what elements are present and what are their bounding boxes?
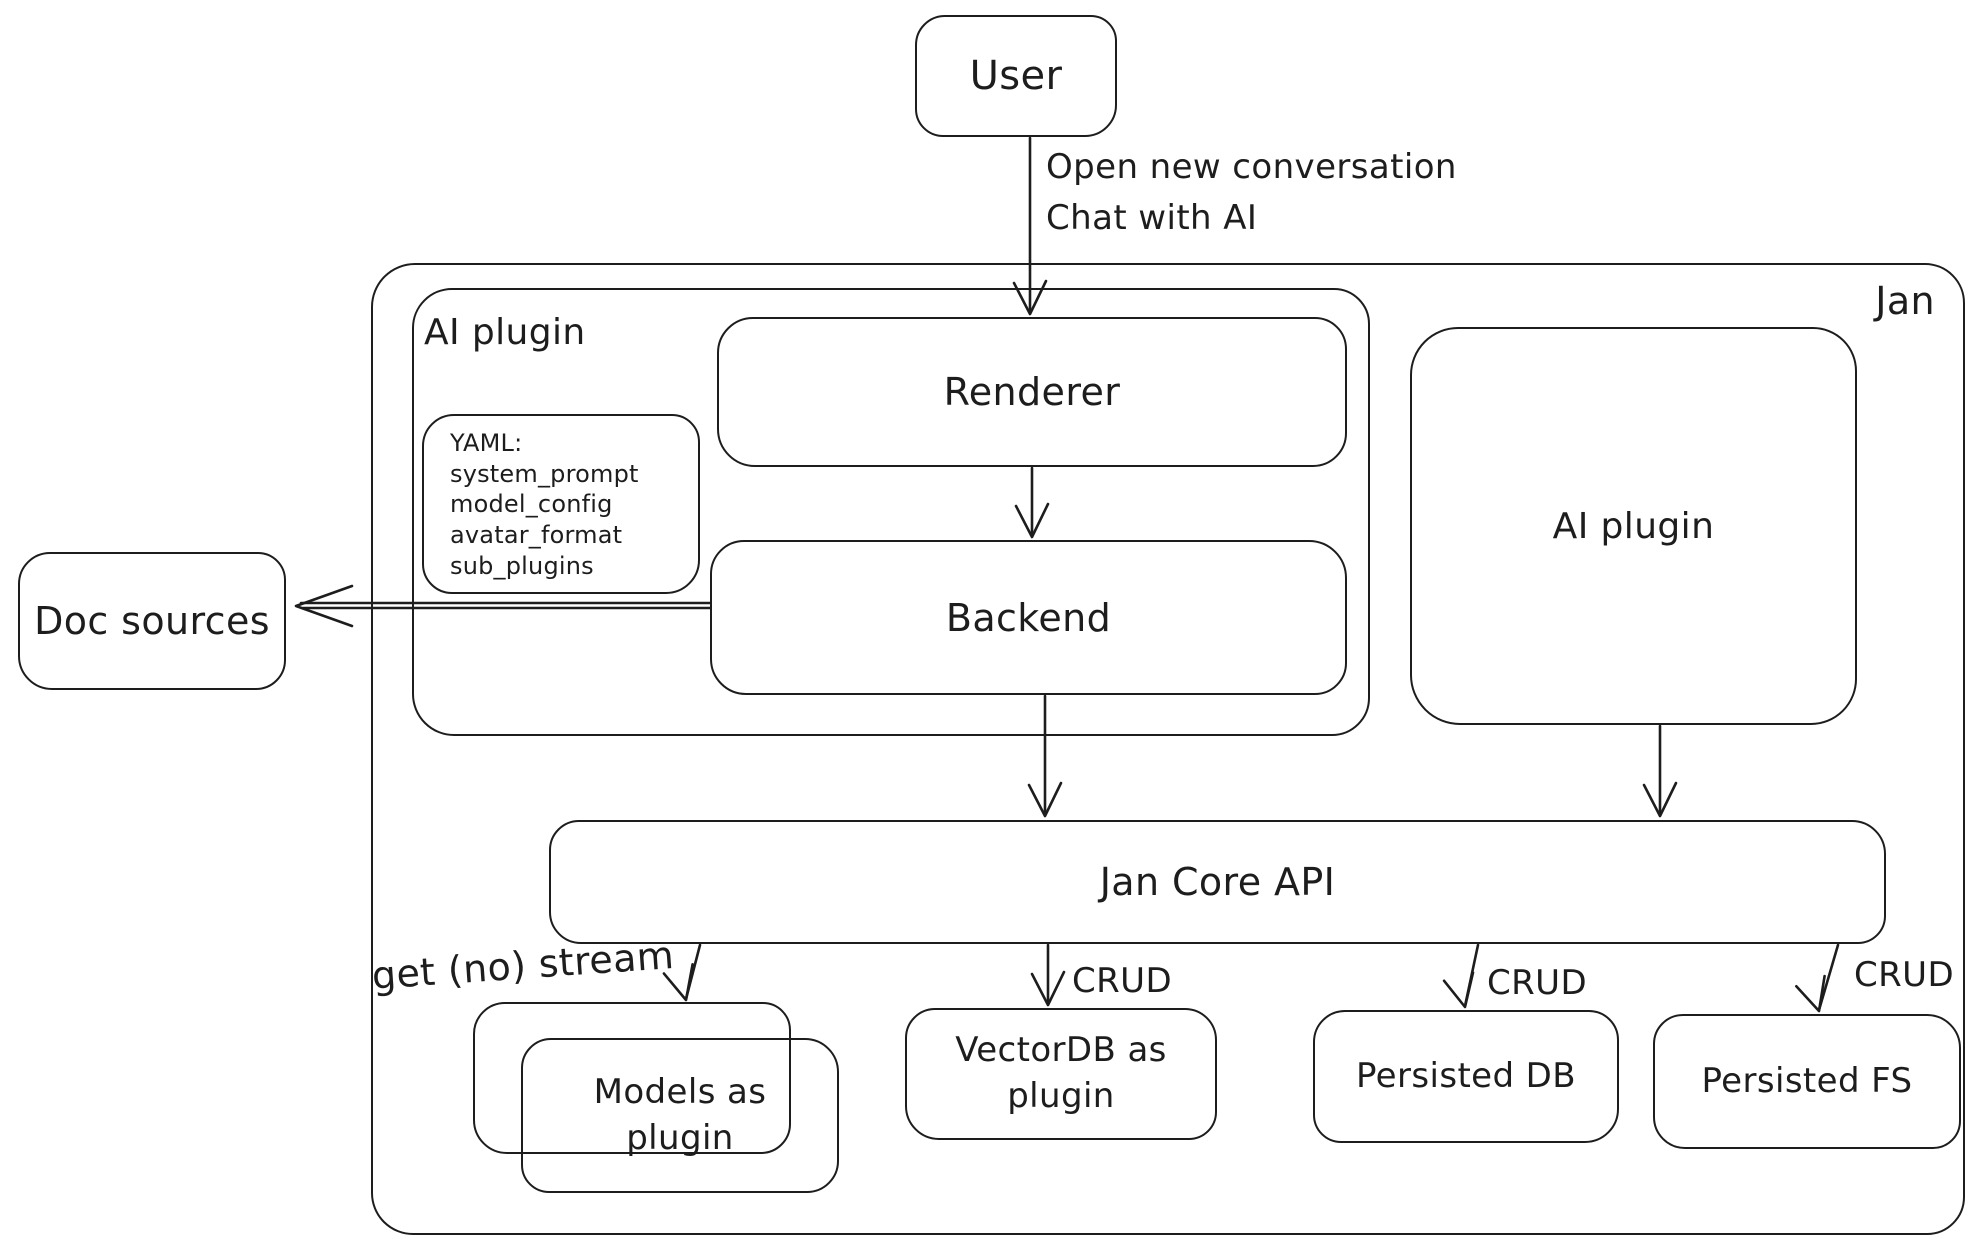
persisted-db-node-label: Persisted DB [1355, 1055, 1576, 1096]
ai-plugin-node: AI plugin [1410, 327, 1857, 725]
persisted-fs-node-label: Persisted FS [1701, 1060, 1913, 1101]
user-node: User [915, 15, 1117, 137]
user-node-label: User [969, 53, 1063, 99]
ai-plugin-node-label: AI plugin [1552, 505, 1715, 547]
doc-sources-node-label: Doc sources [34, 599, 270, 643]
models-plugin-node: Models as plugin [521, 1038, 839, 1193]
ai-plugin-container: AI plugin [412, 288, 1370, 736]
jan-container: Jan [371, 263, 1965, 1235]
backend-node: Backend [710, 540, 1347, 695]
backend-node-label: Backend [945, 595, 1112, 640]
ai-plugin-container-label: AI plugin [424, 312, 586, 353]
renderer-node: Renderer [717, 317, 1347, 467]
models-plugin-back-box [473, 1002, 791, 1154]
crud-vectordb-edge-label: CRUD [1072, 961, 1173, 1001]
yaml-note: YAML: system_prompt model_config avatar_… [422, 414, 700, 594]
crud-persisted-db-edge-label: CRUD [1487, 963, 1588, 1003]
doc-sources-node: Doc sources [18, 552, 286, 690]
persisted-fs-node: Persisted FS [1653, 1014, 1961, 1149]
vectordb-plugin-node-label: VectorDB as plugin [955, 1030, 1167, 1116]
vectordb-plugin-node: VectorDB as plugin [905, 1008, 1217, 1140]
persisted-db-node: Persisted DB [1313, 1010, 1619, 1143]
renderer-node-label: Renderer [943, 370, 1121, 414]
jan-core-api-node-label: Jan Core API [1099, 860, 1336, 904]
user-flow-edge-label: Open new conversation Chat with AI [1046, 147, 1457, 238]
yaml-note-text: YAML: system_prompt model_config avatar_… [450, 429, 639, 580]
jan-core-api-node: Jan Core API [549, 820, 1886, 944]
crud-persisted-fs-edge-label: CRUD [1854, 955, 1955, 995]
jan-container-label: Jan [1875, 279, 1935, 323]
models-plugin-node-label: Models as plugin [593, 1071, 767, 1158]
